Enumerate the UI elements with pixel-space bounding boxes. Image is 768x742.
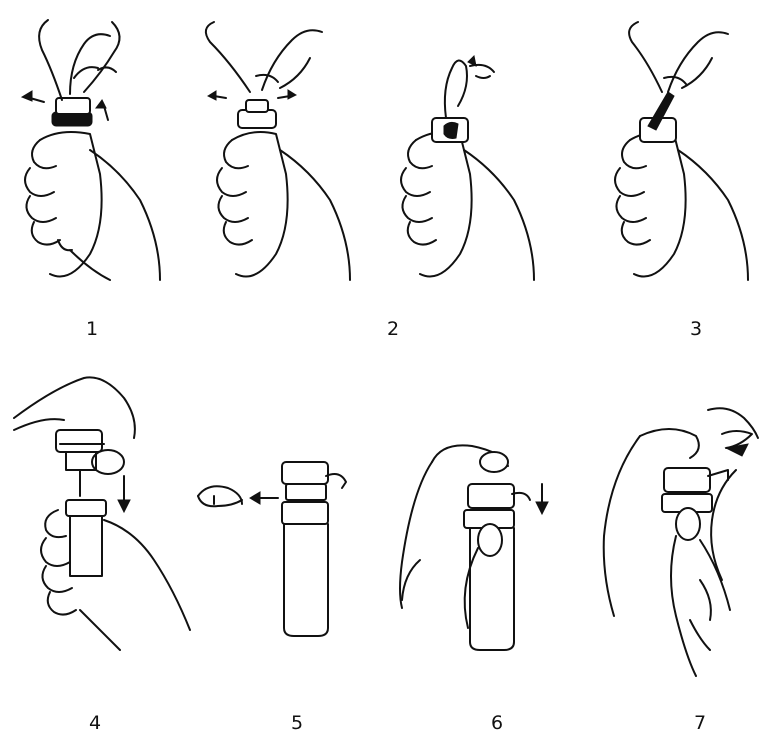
- panel-2-right-illustration: [401, 56, 534, 280]
- panel-6-illustration: [400, 445, 548, 650]
- panel-5-illustration: [198, 462, 346, 636]
- panel-1-illustration: [22, 20, 160, 280]
- panel-3-illustration: [615, 22, 748, 280]
- panel-4-illustration: [14, 377, 190, 650]
- step-number-4: 4: [75, 712, 115, 734]
- panel-2-left-illustration: [206, 22, 350, 280]
- step-number-1: 1: [72, 318, 112, 340]
- step-number-5: 5: [277, 712, 317, 734]
- panel-7-illustration: [604, 408, 758, 676]
- step-number-7: 7: [680, 712, 720, 734]
- step-number-6: 6: [477, 712, 517, 734]
- step-number-2: 2: [373, 318, 413, 340]
- step-number-3: 3: [676, 318, 716, 340]
